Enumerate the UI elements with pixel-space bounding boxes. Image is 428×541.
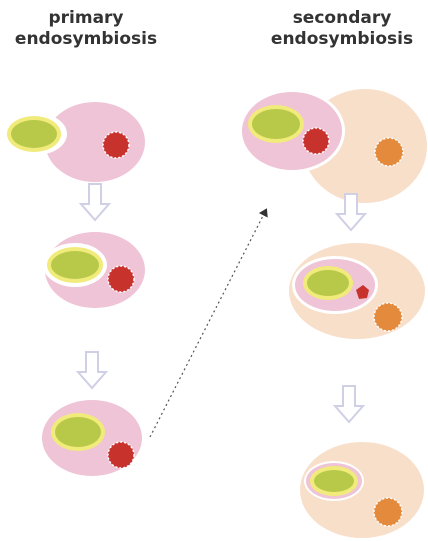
secondary-host-nucleus-2	[374, 303, 402, 331]
arrow-down-4	[335, 386, 363, 422]
cyanobacterium-body-2	[51, 251, 99, 279]
secondary-host-nucleus-1	[375, 138, 403, 166]
host-nucleus-3	[108, 442, 134, 468]
alga-plastid-body	[252, 109, 300, 139]
primary-plastid-body	[55, 417, 101, 447]
primary-step2	[43, 232, 145, 308]
host-nucleus-1	[103, 132, 129, 158]
dotted-transfer-arrow	[150, 210, 266, 437]
secondary-step2	[289, 243, 425, 339]
alga-nucleus-1	[303, 128, 329, 154]
arrow-down-2	[78, 352, 106, 388]
cyanobacterium-body-1	[11, 120, 57, 148]
primary-step1	[5, 102, 145, 182]
secondary-step1	[239, 89, 427, 203]
secondary-plastid-body-3	[314, 470, 354, 492]
arrow-down-1	[81, 184, 109, 220]
secondary-plastid-body-2	[307, 270, 349, 296]
secondary-step3	[300, 442, 424, 538]
primary-step3	[42, 400, 142, 476]
secondary-host-nucleus-3	[374, 498, 402, 526]
host-nucleus-2	[108, 266, 134, 292]
